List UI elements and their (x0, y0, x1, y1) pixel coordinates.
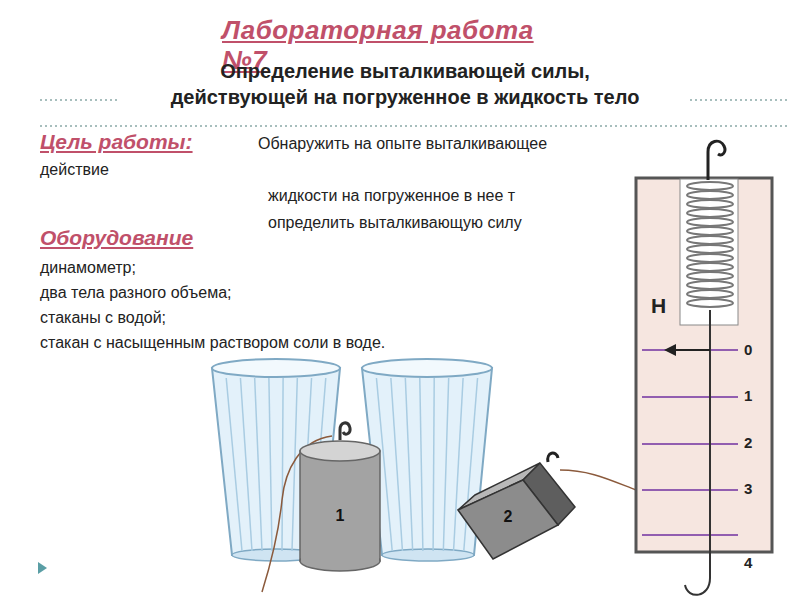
drawing-part (300, 441, 380, 461)
goal-text: определить выталкивающую силу (268, 213, 522, 234)
glass-rib (269, 378, 272, 551)
pointer (672, 349, 710, 351)
body-shape (298, 436, 382, 576)
section-heading: Цель работы: (40, 128, 193, 155)
spring-coil (687, 263, 733, 271)
cube-body: 2 (448, 455, 583, 567)
rod (685, 310, 710, 595)
glass-rib (443, 378, 448, 551)
spring-coil (687, 200, 733, 208)
equipment-item: динамометр; (40, 258, 136, 279)
equipment-item: стакан с насыщенным раствором соли в вод… (40, 333, 385, 354)
spring-coil (687, 218, 733, 226)
body-number: 2 (504, 509, 513, 525)
scale-line (642, 350, 738, 535)
drawing-part (301, 546, 379, 561)
drawing-part (642, 534, 738, 536)
drawing-part (642, 349, 738, 351)
glass-rib (226, 378, 242, 551)
glass-rib (454, 378, 464, 551)
drawing-part (636, 178, 772, 552)
drawing-part (642, 396, 738, 398)
glass-rib (255, 378, 262, 551)
drawing-part (300, 451, 380, 561)
drawing-part (362, 359, 492, 377)
scale-number: 1 (744, 386, 752, 406)
glass-rib (282, 378, 283, 551)
spring-coil (687, 236, 733, 244)
spring-coil (687, 254, 733, 262)
drawing-part (642, 489, 738, 491)
drawing-part (642, 443, 738, 445)
scale-number: 4 (744, 553, 752, 573)
hook (708, 141, 725, 180)
spring-coil (687, 227, 733, 235)
dotted-rule (40, 125, 790, 127)
body-shape (448, 455, 583, 567)
spring-coil (687, 245, 733, 253)
spring-coil (687, 299, 733, 307)
slide-subtitle: Определение выталкивающей силы, действую… (150, 58, 660, 110)
spring-coil (687, 290, 733, 298)
dotted-rule (690, 99, 790, 101)
drawing-part (212, 359, 340, 377)
scale-number: 0 (744, 340, 752, 360)
hook (340, 423, 350, 440)
drawing-part (382, 549, 474, 561)
hook (548, 453, 558, 462)
goal-text: жидкости на погруженное в нее т (268, 186, 515, 207)
glass-rib (240, 378, 252, 551)
unit-label: Н (651, 292, 666, 319)
body-number: 1 (336, 508, 345, 524)
spring-coil (687, 281, 733, 289)
nav-arrow (38, 562, 47, 574)
pointer-head (664, 344, 676, 356)
glass-rib (420, 378, 423, 551)
spring (687, 182, 733, 307)
drawing-part (458, 480, 558, 559)
drawing-part (680, 179, 738, 325)
scale-number: 2 (744, 433, 752, 453)
spring-coil (687, 272, 733, 280)
spring-coil (687, 191, 733, 199)
section-heading: Оборудование (40, 224, 193, 251)
equipment-item: стаканы с водой; (40, 308, 166, 329)
scale-number: 3 (744, 479, 752, 499)
drawing-part (560, 470, 636, 490)
dynamometer (636, 141, 772, 595)
spring-coil (687, 209, 733, 217)
dotted-rule (40, 99, 120, 101)
glass-rib (405, 378, 412, 551)
equipment-item: два тела разного объема; (40, 283, 231, 304)
goal-text: Обнаружить на опыте выталкивающее действ… (40, 131, 600, 182)
thread (262, 436, 636, 592)
glass-rib (391, 378, 403, 551)
spring-coil (687, 182, 733, 190)
glass-rib (433, 378, 434, 551)
cylinder-body: 1 (298, 436, 382, 576)
